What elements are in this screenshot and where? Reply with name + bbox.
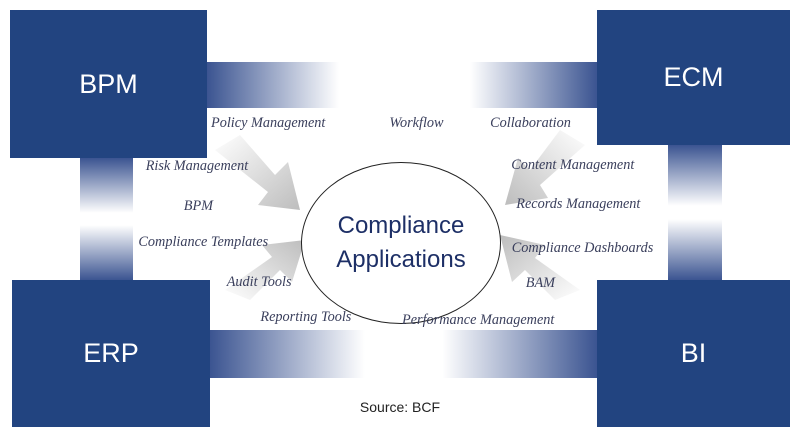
connector-bar-top-left — [207, 62, 339, 108]
connector-bar-right — [668, 145, 722, 280]
connector-bar-left — [80, 158, 133, 280]
label-compliance-dashboards: Compliance Dashboards — [511, 240, 654, 256]
center-circle: Compliance Applications — [301, 162, 501, 324]
label-content-management: Content Management — [511, 157, 635, 173]
label-performance-management: Performance Management — [402, 312, 555, 328]
box-erp: ERP — [12, 280, 210, 427]
arrow-bottom-right — [500, 235, 580, 300]
center-title-line2: Applications — [336, 246, 466, 273]
label-workflow: Workflow — [389, 115, 444, 131]
source-caption: Source: BCF — [359, 399, 441, 415]
box-ecm: ECM — [597, 10, 790, 145]
arrow-top-right — [505, 130, 585, 205]
label-bpm: BPM — [183, 198, 214, 214]
label-bam: BAM — [525, 275, 556, 291]
label-audit-tools: Audit Tools — [226, 274, 292, 290]
center-title-line1: Compliance — [337, 212, 465, 239]
label-reporting-tools: Reporting Tools — [260, 309, 352, 325]
label-records-management: Records Management — [516, 196, 641, 212]
connector-bar-bottom — [210, 330, 597, 378]
arrow-top-left — [215, 135, 300, 210]
box-bpm: BPM — [10, 10, 207, 158]
label-risk-management: Risk Management — [145, 158, 249, 174]
arrow-bottom-left — [225, 240, 305, 300]
label-compliance-templates: Compliance Templates — [138, 234, 269, 250]
connector-bar-top-right — [470, 62, 597, 108]
label-policy-management: Policy Management — [211, 115, 326, 131]
label-collaboration: Collaboration — [490, 115, 571, 131]
box-bi: BI — [597, 280, 790, 427]
